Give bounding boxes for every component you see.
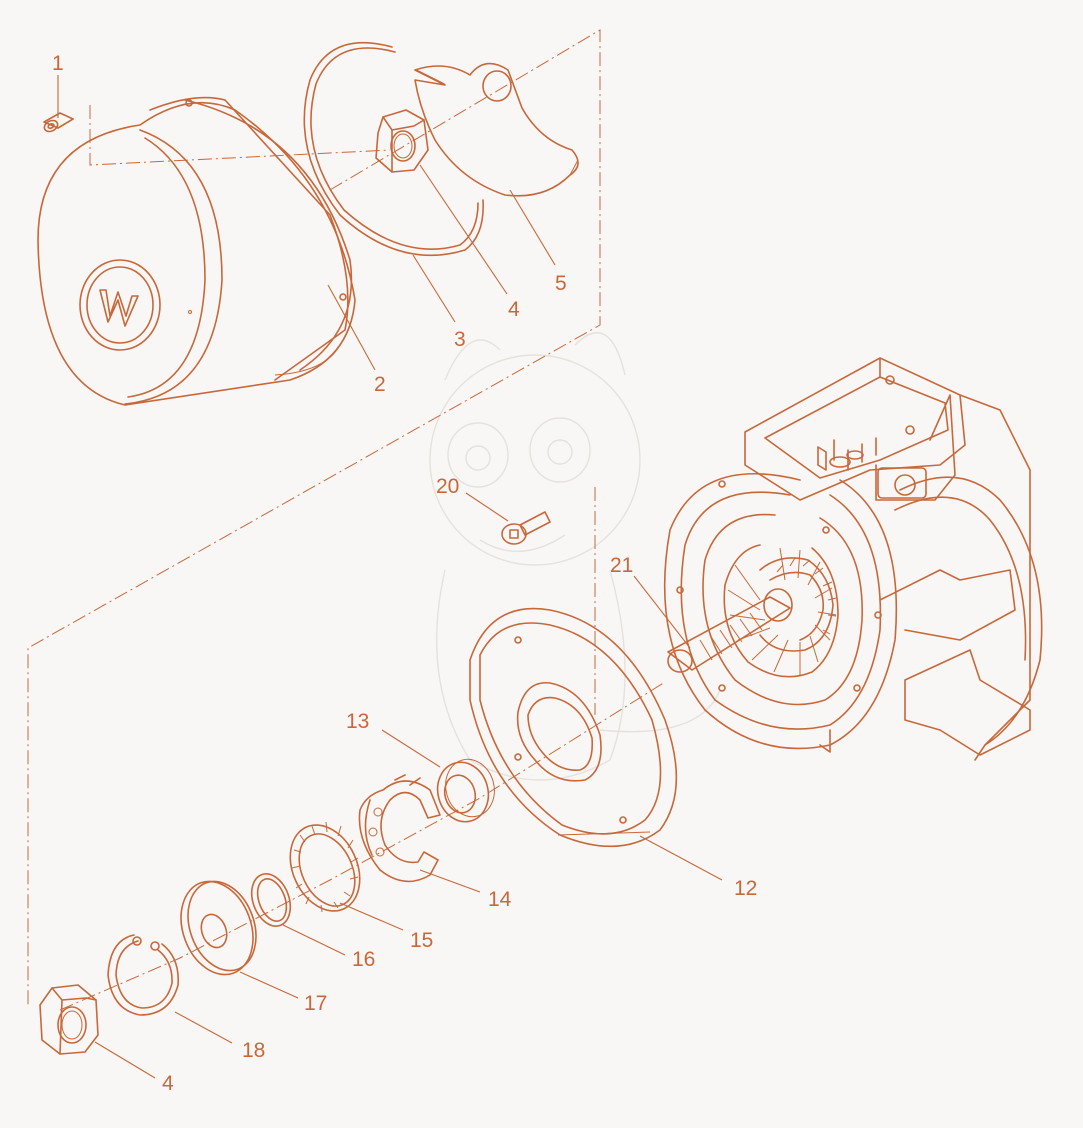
callout-17: 17	[304, 992, 327, 1015]
callout-2: 2	[374, 373, 386, 396]
leader-lines	[57, 75, 723, 1079]
callout-labels: 1 2 3 4 5 20 21 12 13 14 15 16 17 18 4	[52, 52, 757, 1095]
callout-16: 16	[352, 948, 375, 971]
part-2-brake-cover	[37, 96, 356, 406]
callout-5: 5	[555, 272, 567, 295]
part-4-hex-nut-bottom	[39, 984, 99, 1055]
callout-4-top: 4	[508, 298, 520, 321]
callout-13: 13	[346, 710, 369, 733]
part-21-shaft	[667, 588, 793, 673]
part-15-wave-spring	[289, 821, 361, 913]
part-14-friction-carrier	[358, 774, 441, 883]
part-4-hex-nut-top	[375, 109, 429, 173]
callout-4-bottom: 4	[162, 1072, 174, 1095]
callout-21: 21	[610, 554, 633, 577]
motor-body	[663, 357, 1043, 761]
part-12-disc-housing	[469, 607, 678, 848]
callout-14: 14	[488, 888, 512, 911]
callout-1: 1	[52, 52, 64, 75]
watermark-figure	[429, 332, 721, 781]
part-17-washer	[180, 880, 257, 976]
part-1-socket-screw	[43, 112, 74, 133]
callout-18: 18	[242, 1039, 265, 1062]
center-lines	[27, 29, 666, 1011]
part-3-circlip	[303, 41, 484, 257]
part-18-retaining-ring	[107, 934, 179, 1016]
part-13-spacer-ring	[436, 758, 495, 823]
callout-12: 12	[734, 877, 757, 900]
part-5-locking-plate	[414, 62, 579, 197]
callout-3: 3	[454, 328, 466, 351]
part-20-socket-screw	[501, 511, 551, 545]
callout-20: 20	[436, 475, 459, 498]
callout-15: 15	[410, 929, 433, 952]
part-16-o-ring	[250, 873, 292, 927]
